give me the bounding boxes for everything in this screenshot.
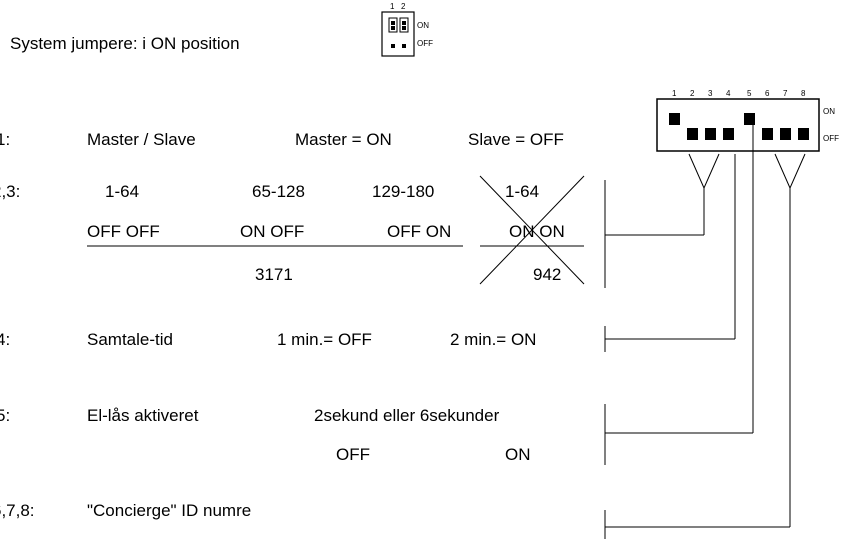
seconds-description: 2sekund eller 6sekunder: [314, 406, 500, 425]
slave-off-text: Slave = OFF: [468, 130, 564, 149]
dip-on-label: ON: [823, 107, 835, 116]
dip-switch-6: [762, 128, 773, 140]
jumper-legend-box: [381, 11, 415, 57]
two-min-on-text: 2 min.= ON: [450, 330, 537, 349]
dip-switch-group: [669, 113, 809, 140]
dip-switch-number-8: 8: [801, 89, 806, 98]
el-laas-title: El-lås aktiveret: [87, 406, 199, 425]
dip-switch-number-3: 3: [708, 89, 713, 98]
dip-switch-7: [780, 128, 791, 140]
range-1-64: 1-64: [105, 182, 140, 201]
range-65-128: 65-128: [252, 182, 305, 201]
dip-switch-number-2: 2: [690, 89, 695, 98]
one-min-off-text: 1 min.= OFF: [277, 330, 372, 349]
jumper-1-outline: [388, 17, 398, 33]
row-4-label: 4:: [0, 330, 11, 349]
master-slave-title: Master / Slave: [87, 130, 196, 149]
brace-switches-2-3: [688, 153, 720, 190]
row-2-3-label: 2,3:: [0, 182, 21, 201]
dip-switch-8: [798, 128, 809, 140]
state-off-off: OFF OFF: [87, 222, 160, 241]
concierge-id-title: "Concierge" ID numre: [87, 501, 252, 520]
dip-switch-number-7: 7: [783, 89, 788, 98]
samtale-tid-title: Samtale-tid: [87, 330, 173, 349]
dip-switch-2: [687, 128, 698, 140]
range-129-180: 129-180: [372, 182, 435, 201]
jumper-1-cap-top: [391, 21, 395, 25]
jumper-legend-num-1: 1: [390, 2, 395, 11]
state-on-off: ON OFF: [240, 222, 305, 241]
jumper-2-cap-bottom: [402, 26, 406, 30]
jumper-legend-on: ON: [417, 21, 429, 30]
jumper-legend-off: OFF: [417, 39, 433, 48]
state-on-on-crossed: ON ON: [509, 222, 565, 241]
brace-switches-6-8: [774, 153, 806, 190]
system-jumpers-label: System jumpere: i ON position: [10, 34, 240, 53]
model-942-crossed: 942: [533, 265, 562, 284]
row-1-label: 1:: [0, 130, 11, 149]
range-1-64-crossed: 1-64: [505, 182, 540, 201]
row-6-7-8-label: 6,7,8:: [0, 501, 35, 520]
dip-switch-number-1: 1: [672, 89, 677, 98]
jumper-1-pin: [391, 44, 395, 48]
jumper-1-cap-bottom: [391, 26, 395, 30]
jumper-legend-num-2: 2: [401, 2, 406, 11]
jumper-2-outline: [399, 17, 409, 33]
dip-switch-1: [669, 113, 680, 125]
strike-line-2: [479, 175, 585, 285]
dip-switch-5: [744, 113, 755, 125]
dip-off-label: OFF: [823, 134, 839, 143]
jumper-2-pin: [402, 44, 406, 48]
el-laas-off: OFF: [336, 445, 370, 464]
dip-switch-number-5: 5: [747, 89, 752, 98]
dip-switch-3: [705, 128, 716, 140]
el-laas-on: ON: [505, 445, 531, 464]
jumper-2-cap-top: [402, 21, 406, 25]
row-5-label: 5:: [0, 406, 11, 425]
dip-switch-box: [656, 98, 820, 152]
dip-switch-number-4: 4: [726, 89, 731, 98]
master-on-text: Master = ON: [295, 130, 392, 149]
state-off-on: OFF ON: [387, 222, 452, 241]
model-3171: 3171: [255, 265, 293, 284]
dip-switch-number-6: 6: [765, 89, 770, 98]
dip-switch-4: [723, 128, 734, 140]
